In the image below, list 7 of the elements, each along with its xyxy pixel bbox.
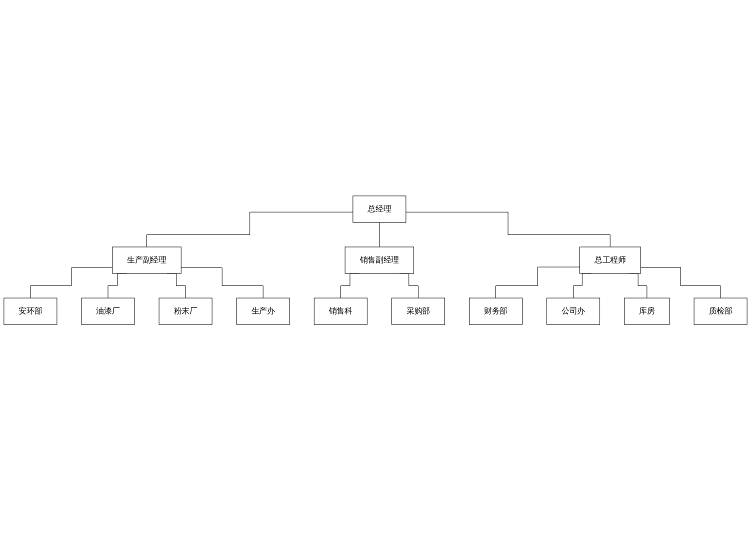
connector — [146, 212, 354, 247]
connector — [379, 222, 380, 247]
connector — [640, 266, 721, 298]
connector — [30, 267, 113, 298]
connector — [406, 212, 610, 247]
connector — [180, 267, 264, 298]
connector — [496, 266, 580, 298]
